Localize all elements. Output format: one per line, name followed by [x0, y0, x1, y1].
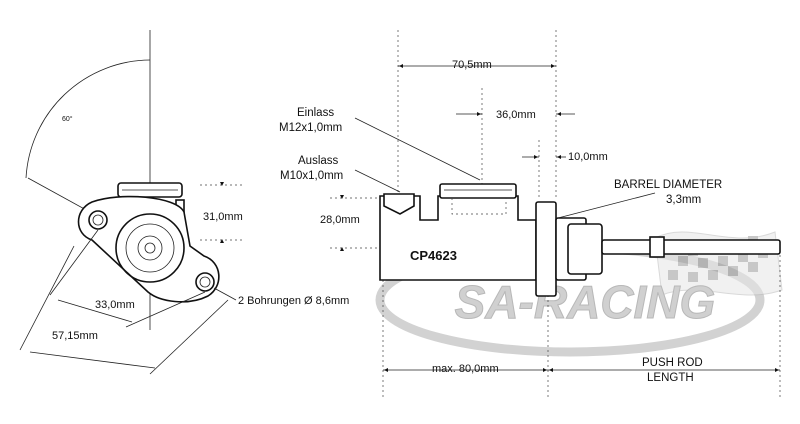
dim-height-side: 28,0mm — [320, 214, 360, 226]
dim-small: 10,0mm — [568, 151, 608, 163]
angle-label: 60° — [62, 115, 73, 123]
pushrod-label: PUSH ROD — [642, 357, 703, 369]
dim-mid: 36,0mm — [496, 109, 536, 121]
inlet-thread: M12x1,0mm — [279, 122, 342, 134]
dim-length: max. 80,0mm — [432, 363, 499, 375]
inlet-label: Einlass — [297, 107, 334, 119]
outlet-thread: M10x1,0mm — [280, 170, 343, 182]
part-number: CP4623 — [410, 248, 457, 263]
pushrod-length: LENGTH — [647, 372, 694, 384]
front-view: 60° 31,0mm 33,0mm 57,15mm 2 — [19, 30, 349, 375]
holes-label: 2 Bohrungen Ø 8,6mm — [238, 295, 349, 307]
side-view: 70,5mm 36,0mm 10,0mm Einlass M12x1,0mm A… — [279, 30, 781, 400]
barrel-value: 3,3mm — [666, 194, 701, 206]
dim-height-front: 31,0mm — [203, 211, 243, 223]
logo-text: SA-RACING — [455, 276, 716, 328]
dim-top: 70,5mm — [452, 59, 492, 71]
mounting-hole — [88, 210, 108, 230]
outlet-label: Auslass — [298, 155, 339, 167]
dim-total-front: 57,15mm — [52, 330, 98, 342]
dim-hole-spacing: 33,0mm — [95, 299, 135, 311]
barrel-label: BARREL DIAMETER — [614, 179, 722, 191]
mounting-hole — [195, 272, 215, 292]
